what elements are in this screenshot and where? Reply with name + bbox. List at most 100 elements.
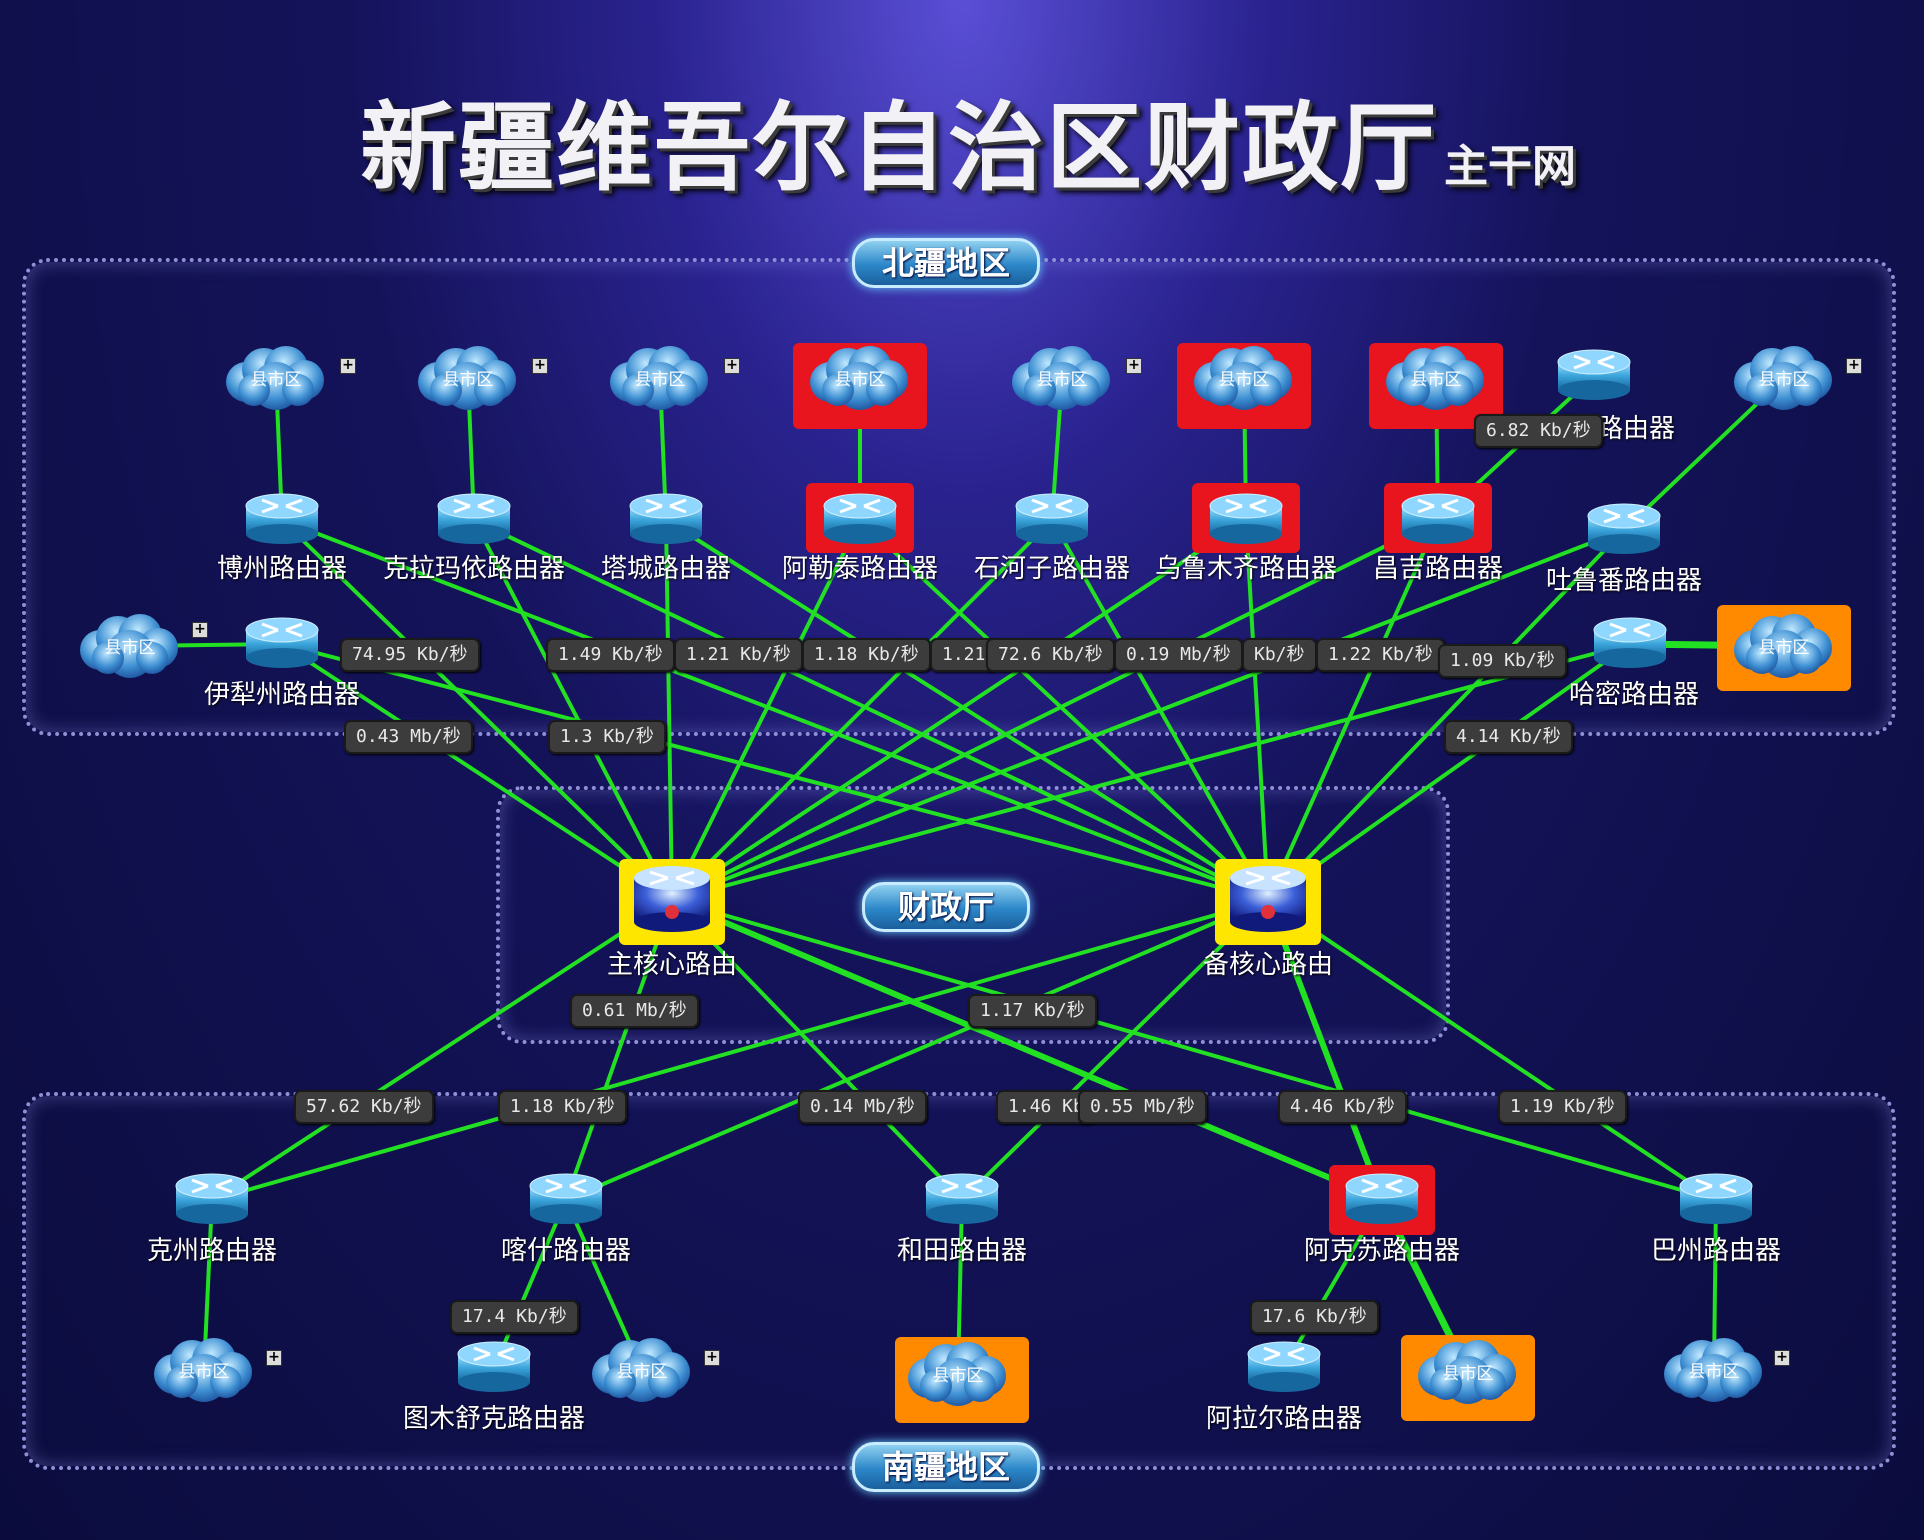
cloud-icon: 县市区 xyxy=(810,346,908,410)
expand-plus-icon[interactable]: + xyxy=(704,1350,720,1366)
rate-badge: 1.18 Kb/秒 xyxy=(498,1090,627,1124)
core-router-icon xyxy=(1230,866,1306,932)
rate-badge: 0.55 Mb/秒 xyxy=(1078,1090,1207,1124)
link-line xyxy=(210,898,674,1202)
link-line xyxy=(281,518,1269,902)
cloud-icon: 县市区 xyxy=(610,346,708,410)
router-icon xyxy=(437,493,511,544)
link-line xyxy=(280,518,674,902)
rate-badge: 0.43 Mb/秒 xyxy=(344,720,473,754)
cloud-icon: 县市区 xyxy=(80,614,178,678)
expand-plus-icon[interactable]: + xyxy=(266,1350,282,1366)
router-icon xyxy=(1247,1341,1321,1392)
link-line xyxy=(492,1199,568,1369)
rate-badge: Kb/秒 xyxy=(1242,638,1317,672)
node-label-tulufan[interactable]: 吐鲁番路由器 xyxy=(1545,566,1703,596)
rate-badge: 1.21 Kb/秒 xyxy=(674,638,803,672)
cloud-label: 县市区 xyxy=(105,638,156,658)
router-icon xyxy=(925,1173,999,1224)
link-line xyxy=(664,518,1270,902)
cloud-label: 县市区 xyxy=(617,1362,668,1382)
link-line xyxy=(670,518,1054,902)
router-icon xyxy=(1401,493,1475,544)
page-title: 新疆维吾尔自治区财政厅主干网 xyxy=(360,70,1660,204)
link-line xyxy=(670,898,964,1202)
rate-badge: 1.09 Kb/秒 xyxy=(1438,644,1567,678)
router-icon xyxy=(1557,349,1631,400)
rate-badge: 74.95 Kb/秒 xyxy=(340,638,480,672)
node-label-akesu[interactable]: 阿克苏路由器 xyxy=(1303,1236,1461,1266)
node-label-bazhou[interactable]: 巴州路由器 xyxy=(1650,1236,1782,1266)
expand-plus-icon[interactable]: + xyxy=(532,358,548,374)
node-label-kelamayi[interactable]: 克拉玛依路由器 xyxy=(382,554,566,584)
node-label-aletai[interactable]: 阿勒泰路由器 xyxy=(781,554,939,584)
expand-plus-icon[interactable]: + xyxy=(724,358,740,374)
rate-badge: 0.19 Mb/秒 xyxy=(1114,638,1243,672)
node-label-alaer[interactable]: 阿拉尔路由器 xyxy=(1205,1404,1363,1434)
expand-plus-icon[interactable]: + xyxy=(1126,358,1142,374)
node-label-core-backup[interactable]: 备核心路由 xyxy=(1202,950,1334,980)
cloud-icon: 县市区 xyxy=(592,1338,690,1402)
expand-plus-icon[interactable]: + xyxy=(1774,1350,1790,1366)
link-line xyxy=(1266,519,1440,901)
title-main: 新疆维吾尔自治区财政厅 xyxy=(360,92,1438,204)
node-label-shihezi[interactable]: 石河子路由器 xyxy=(973,554,1131,584)
link-line xyxy=(664,519,674,901)
router-icon xyxy=(457,1341,531,1392)
link-line xyxy=(960,898,1270,1202)
node-label-top-right-router[interactable]: 路由器 xyxy=(1596,414,1676,444)
cloud-icon: 县市区 xyxy=(1386,346,1484,410)
node-label-kashi[interactable]: 喀什路由器 xyxy=(500,1236,632,1266)
expand-plus-icon[interactable]: + xyxy=(1846,358,1862,374)
node-label-hetian[interactable]: 和田路由器 xyxy=(896,1236,1028,1266)
link-line xyxy=(472,519,674,901)
expand-plus-icon[interactable]: + xyxy=(192,622,208,638)
node-label-kezhou[interactable]: 克州路由器 xyxy=(146,1236,278,1266)
node-label-yili[interactable]: 伊犁州路由器 xyxy=(203,680,361,710)
cloud-icon: 县市区 xyxy=(908,1342,1006,1406)
link-line xyxy=(671,518,1439,902)
cloud-label: 县市区 xyxy=(1037,370,1088,390)
router-icon xyxy=(1345,1173,1419,1224)
cloud-icon: 县市区 xyxy=(1012,346,1110,410)
node-label-tacheng[interactable]: 塔城路由器 xyxy=(600,554,732,584)
cloud-icon: 县市区 xyxy=(154,1338,252,1402)
cloud-label: 县市区 xyxy=(933,1366,984,1386)
link-line xyxy=(211,898,1269,1202)
link-line xyxy=(565,898,1269,1202)
node-label-changji[interactable]: 昌吉路由器 xyxy=(1372,554,1504,584)
rate-badge: 1.17 Kb/秒 xyxy=(968,994,1097,1028)
link-line xyxy=(670,518,1248,902)
rate-badge: 72.6 Kb/秒 xyxy=(986,638,1115,672)
node-label-bozhou[interactable]: 博州路由器 xyxy=(216,554,348,584)
node-label-tumushuke[interactable]: 图木舒克路由器 xyxy=(402,1404,586,1434)
link-line xyxy=(473,518,1269,902)
router-icon xyxy=(1015,493,1089,544)
cloud-label: 县市区 xyxy=(443,370,494,390)
link-line xyxy=(671,642,1631,902)
rate-badge: 1.3 Kb/秒 xyxy=(548,720,666,754)
link-line xyxy=(1266,642,1632,902)
cloud-icon: 县市区 xyxy=(1194,346,1292,410)
node-label-core-main[interactable]: 主核心路由 xyxy=(606,950,738,980)
rate-badge: 1.22 Kb/秒 xyxy=(1316,638,1445,672)
cloud-label: 县市区 xyxy=(1759,370,1810,390)
router-nodes xyxy=(175,349,1753,1392)
link-line xyxy=(564,899,674,1201)
cloud-label: 县市区 xyxy=(251,370,302,390)
node-label-wulumuqi[interactable]: 乌鲁木齐路由器 xyxy=(1154,554,1338,584)
router-icon xyxy=(1593,617,1667,668)
rate-badge: 0.61 Mb/秒 xyxy=(570,994,699,1028)
rate-badge: 4.46 Kb/秒 xyxy=(1278,1090,1407,1124)
link-line xyxy=(670,897,1384,1203)
cloud-label: 县市区 xyxy=(635,370,686,390)
rate-badge: 1.19 Kb/秒 xyxy=(1498,1090,1627,1124)
node-label-hami[interactable]: 哈密路由器 xyxy=(1568,680,1700,710)
cloud-icon: 县市区 xyxy=(1418,1340,1516,1404)
region-label-center: 财政厅 xyxy=(862,882,1030,932)
expand-plus-icon[interactable]: + xyxy=(340,358,356,374)
rate-badge: 4.14 Kb/秒 xyxy=(1444,720,1573,754)
router-icon xyxy=(245,493,319,544)
router-icon xyxy=(529,1173,603,1224)
